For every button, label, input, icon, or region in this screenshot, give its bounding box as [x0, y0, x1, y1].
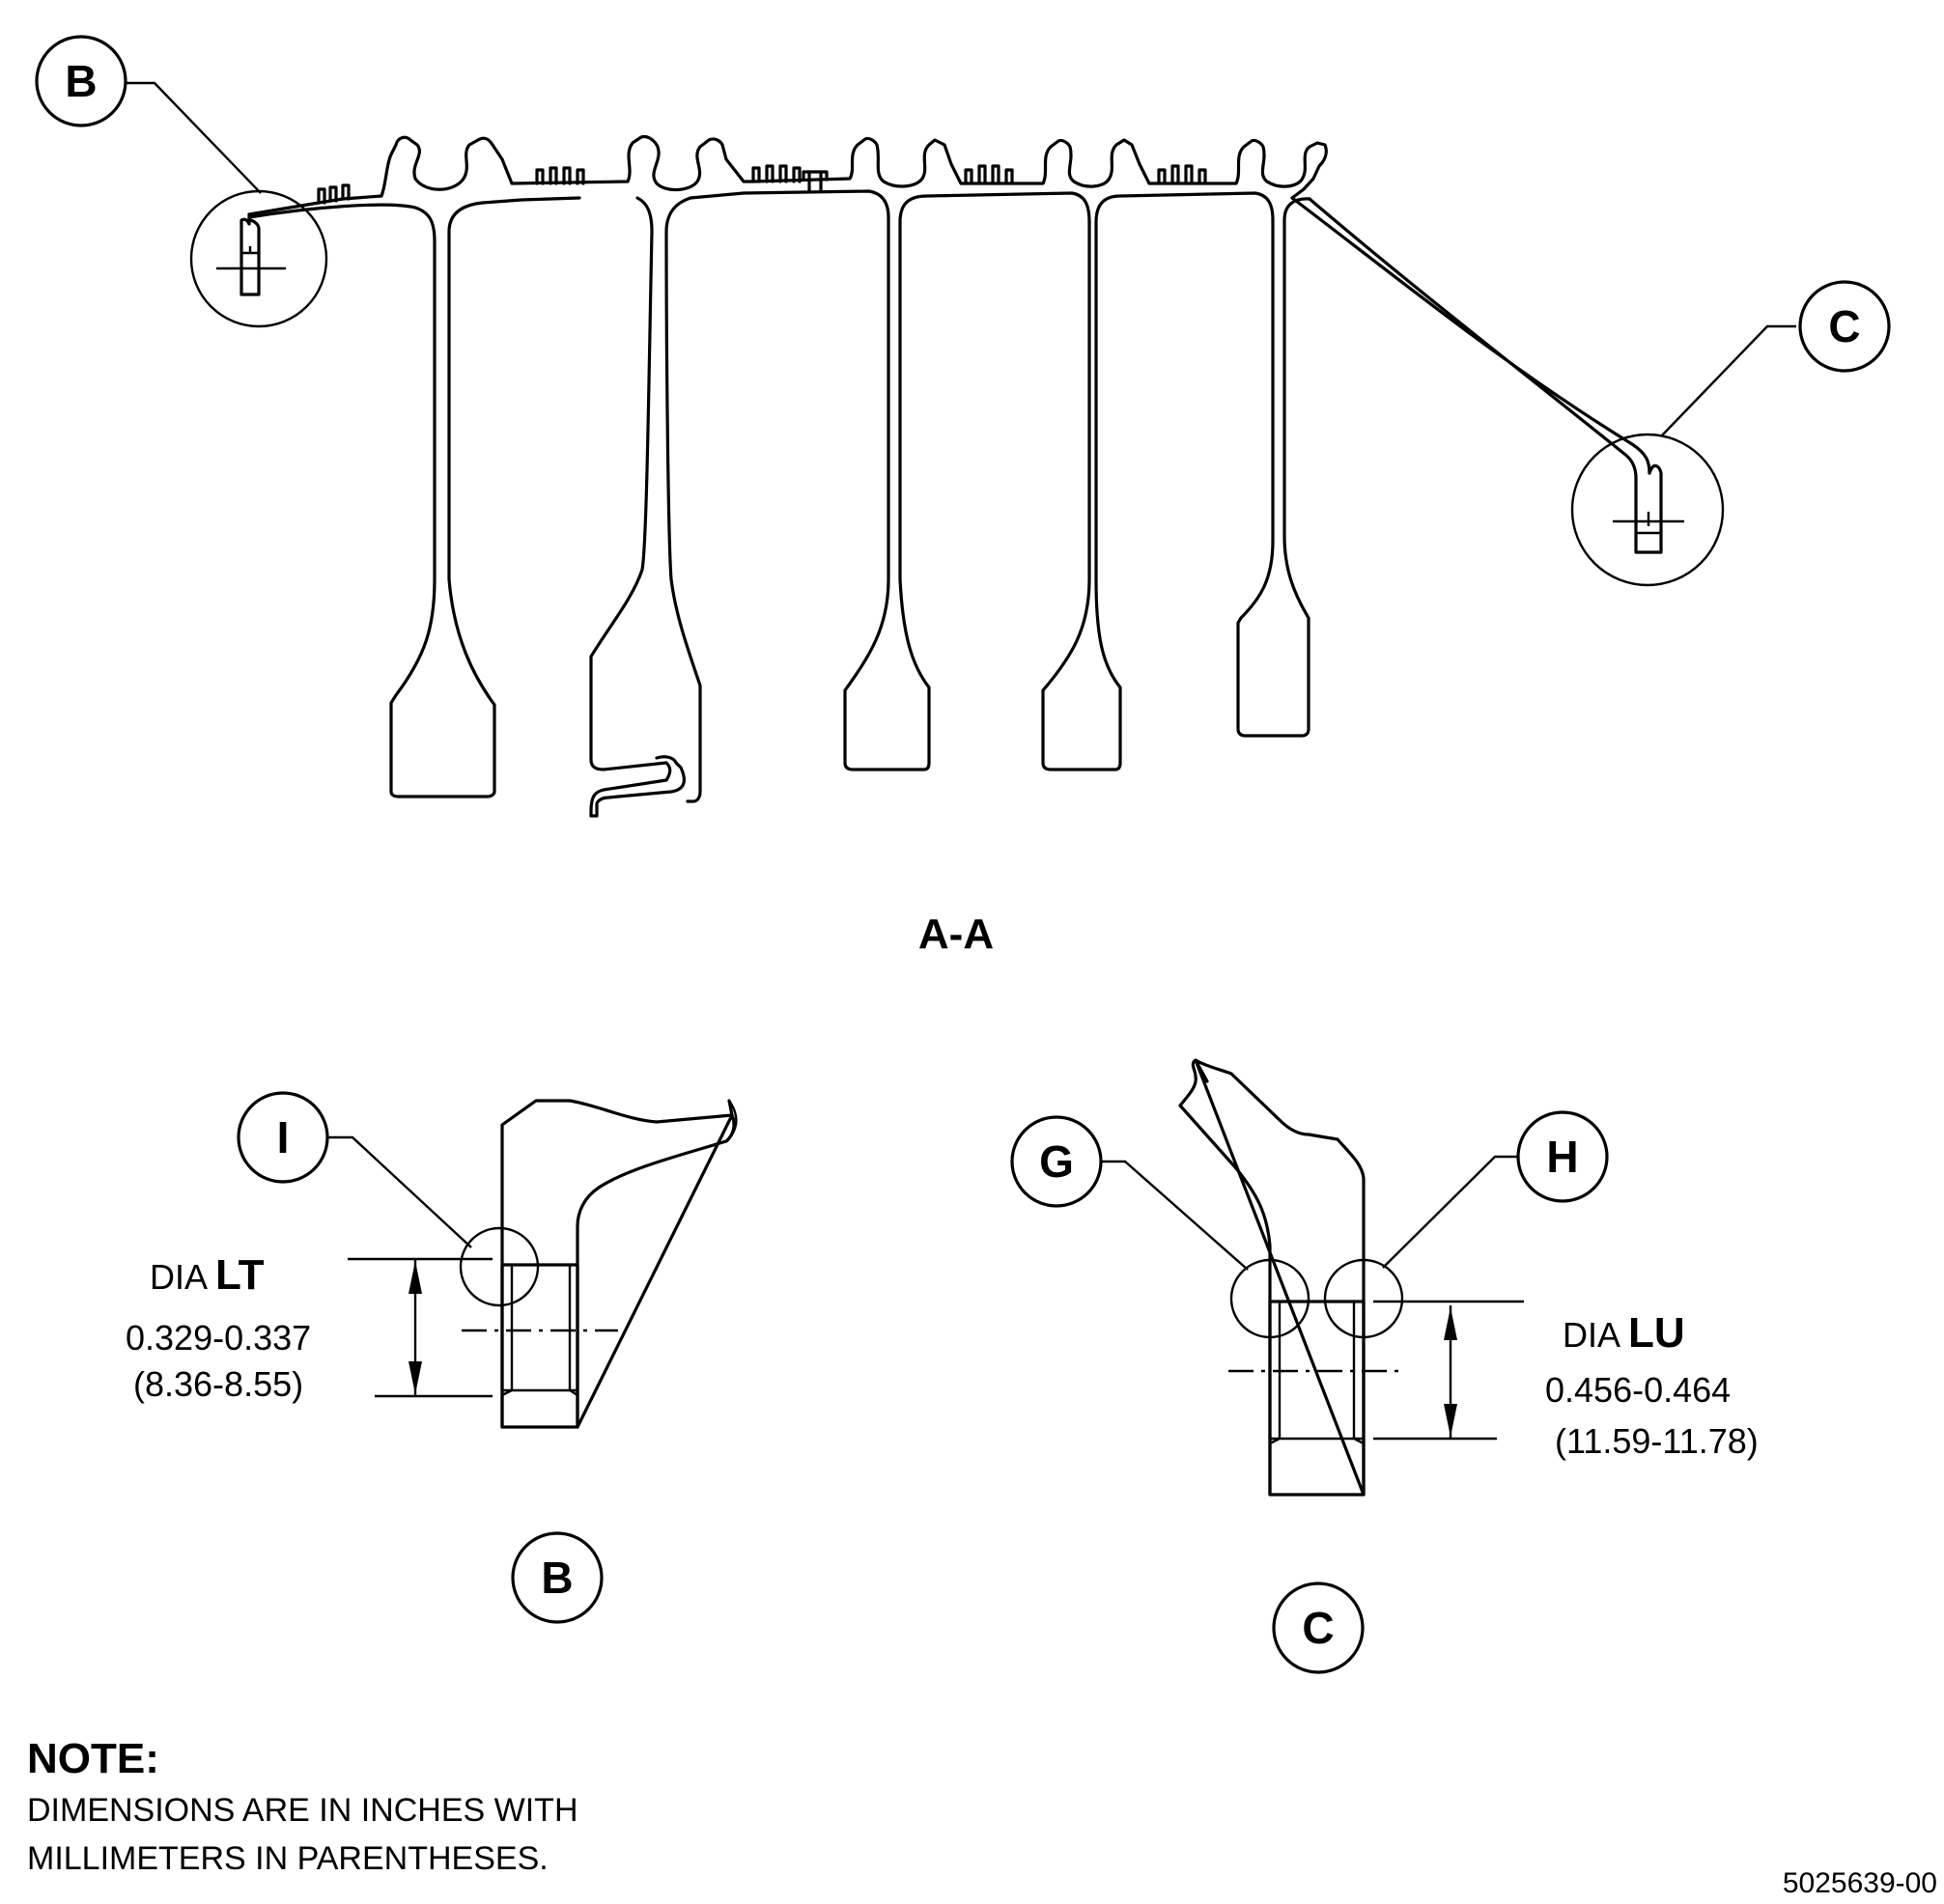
rear-cone-arm — [1290, 196, 1651, 475]
detail-c-callout-h-text: H — [1546, 1132, 1578, 1182]
section-detail-b-feature — [216, 212, 286, 296]
disk-2 — [589, 196, 686, 818]
detail-b-label-text: B — [541, 1553, 573, 1603]
detail-b-feature-i-leader — [328, 1135, 472, 1248]
seal-teeth — [317, 164, 1207, 205]
detail-c-feature-h-leader — [1382, 1155, 1518, 1269]
detail-c-label-bubble: C — [1272, 1582, 1365, 1674]
disk-1 — [247, 196, 581, 798]
detail-b-feature-i-circle — [459, 1226, 540, 1307]
note-line-2: MILLIMETERS IN PARENTHESES. — [27, 1840, 549, 1877]
note-heading: NOTE: — [27, 1735, 159, 1782]
detail-b-callout-i-text: I — [277, 1112, 290, 1162]
section-callout-b: B — [35, 35, 127, 127]
note-line-1: DIMENSIONS ARE IN INCHES WITH — [27, 1792, 578, 1829]
detail-b-dim-code: LT — [215, 1251, 265, 1299]
detail-b-dim-mm: (8.36-8.55) — [133, 1364, 303, 1404]
section-callout-b-text: B — [65, 56, 97, 106]
detail-c-dim-mm: (11.59-11.78) — [1555, 1421, 1759, 1461]
detail-c-dim-code: LU — [1628, 1309, 1685, 1357]
detail-b-break-line — [725, 1100, 738, 1143]
detail-b-arrow-top — [409, 1261, 422, 1294]
detail-c-arrow-bottom — [1444, 1404, 1457, 1437]
section-title: A-A — [918, 910, 994, 958]
disk-2-inner — [664, 196, 702, 803]
detail-c-feature-h-circle — [1323, 1258, 1404, 1339]
rotor-outer-contour — [247, 134, 1328, 216]
detail-c-dim-prefix: DIA — [1563, 1315, 1620, 1355]
detail-c-label-text: C — [1302, 1603, 1334, 1653]
disk-2-rim-top — [689, 189, 890, 219]
figure-number: 5025639-00 — [1783, 1867, 1937, 1899]
detail-c-part-outline — [1178, 1058, 1366, 1497]
note-block: NOTE: DIMENSIONS ARE IN INCHES WITH MILL… — [27, 1735, 578, 1877]
detail-c-arrow-top — [1444, 1307, 1457, 1340]
section-a-a-view: B C A-A — [35, 35, 1891, 958]
disk-3 — [843, 191, 1091, 771]
disk-4 — [1041, 191, 1275, 771]
detail-c-magnifier-circle — [1570, 433, 1725, 587]
detail-b-bore — [500, 1263, 579, 1429]
section-detail-c-feature — [1613, 463, 1684, 554]
detail-c-callout-g: G — [1010, 1115, 1103, 1208]
callout-b-leader — [124, 81, 262, 194]
detail-c-bore-chamfer — [1269, 1302, 1365, 1445]
detail-c-feature-g-leader — [1101, 1160, 1249, 1271]
detail-b-bore-chamfer — [501, 1265, 578, 1397]
detail-c-feature-g-circle — [1229, 1258, 1310, 1339]
rear-cone-arm-inner — [1308, 197, 1638, 480]
detail-c-bore — [1268, 1300, 1366, 1497]
detail-b-dim-prefix: DIA — [150, 1257, 208, 1297]
section-callout-c: C — [1798, 280, 1891, 373]
detail-c-callout-g-text: G — [1039, 1136, 1074, 1187]
detail-b-callout-i: I — [237, 1091, 329, 1184]
callout-c-leader — [1660, 324, 1796, 437]
detail-b-arrow-bottom — [409, 1361, 422, 1394]
detail-c-dim-inch: 0.456-0.464 — [1545, 1370, 1731, 1410]
detail-b-label-bubble: B — [511, 1531, 604, 1624]
disk-5 — [1236, 197, 1311, 738]
detail-b-dim-inch: 0.329-0.337 — [126, 1318, 311, 1358]
detail-c-callout-h: H — [1516, 1110, 1609, 1203]
section-callout-c-text: C — [1828, 301, 1860, 351]
